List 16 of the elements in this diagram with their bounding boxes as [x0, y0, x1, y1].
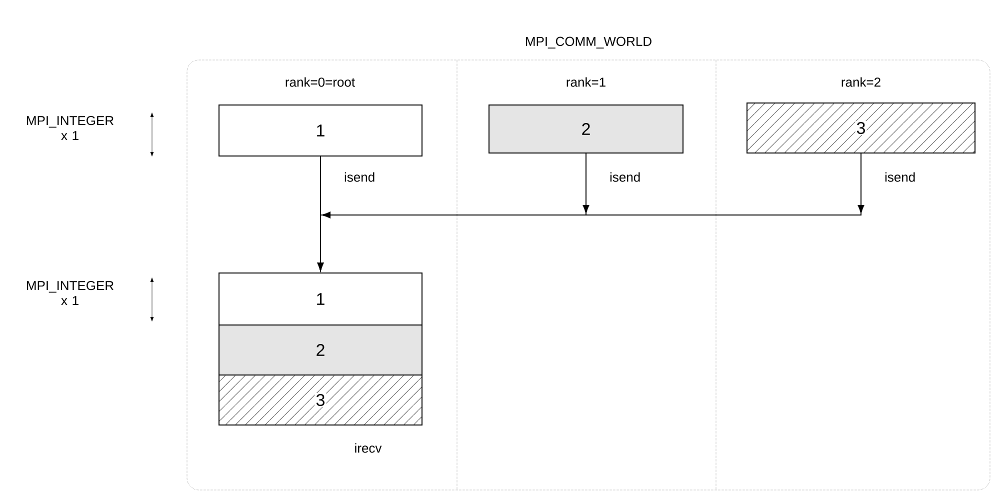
- type-label: MPI_INTEGER x 1: [27, 280, 114, 306]
- arrow: [317, 152, 864, 271]
- buffer-cell: 1: [218, 104, 422, 156]
- rank-label: rank=2: [842, 77, 880, 87]
- rank-label: rank=1: [566, 77, 606, 87]
- rank-label: rank=0=root: [286, 77, 355, 87]
- buffer-cell: 2: [218, 324, 422, 376]
- buffer-cell: 3: [746, 102, 976, 154]
- buffer-cell: 2: [488, 104, 684, 154]
- edge-label: isend: [344, 172, 374, 182]
- buffer-cell: 3: [218, 374, 422, 426]
- edge-label: isend: [885, 172, 915, 182]
- caption-text: irecv: [355, 443, 382, 453]
- node-label: MPI_COMM_WORLD: [526, 36, 652, 48]
- type-label: MPI_INTEGER x 1: [27, 116, 114, 140]
- edge-label: isend: [610, 172, 640, 182]
